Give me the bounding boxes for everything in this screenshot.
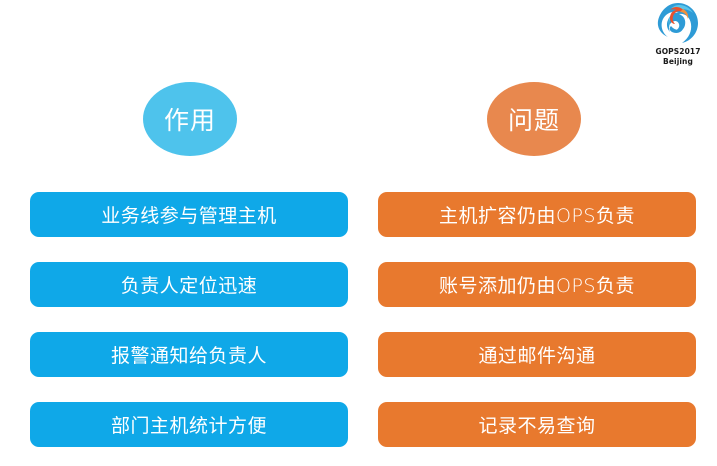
list-item: 主机扩容仍由OPS负责 xyxy=(378,192,696,237)
logo-title: GOPS2017 xyxy=(655,47,701,56)
list-item: 负责人定位迅速 xyxy=(30,262,348,307)
logo-subtitle: Beijing xyxy=(663,56,693,66)
list-item: 记录不易查询 xyxy=(378,402,696,447)
list-item-label: 记录不易查询 xyxy=(478,415,596,437)
list-item: 账号添加仍由OPS负责 xyxy=(378,262,696,307)
bubble-problems: 问题 xyxy=(487,82,581,156)
list-item-label: 报警通知给负责人 xyxy=(110,345,267,367)
list-item-label: 账号添加仍由OPS负责 xyxy=(439,275,635,297)
bubble-problems-label: 问题 xyxy=(507,106,560,135)
list-item: 报警通知给负责人 xyxy=(30,332,348,377)
gops-logo-icon xyxy=(657,3,698,43)
bubble-benefits: 作用 xyxy=(143,82,237,156)
logo-block: GOPS2017 Beijing xyxy=(645,2,711,66)
column-problems: 主机扩容仍由OPS负责 账号添加仍由OPS负责 通过邮件沟通 记录不易查询 xyxy=(378,192,696,447)
column-benefits: 业务线参与管理主机 负责人定位迅速 报警通知给负责人 部门主机统计方便 xyxy=(30,192,348,447)
list-item-label: 负责人定位迅速 xyxy=(120,275,258,297)
list-item-label: 部门主机统计方便 xyxy=(110,415,267,437)
list-item: 部门主机统计方便 xyxy=(30,402,348,447)
list-item: 通过邮件沟通 xyxy=(378,332,696,377)
list-item: 业务线参与管理主机 xyxy=(30,192,348,237)
list-item-label: 业务线参与管理主机 xyxy=(101,205,277,227)
bubble-benefits-label: 作用 xyxy=(163,106,216,135)
list-item-label: 通过邮件沟通 xyxy=(478,345,596,367)
list-item-label: 主机扩容仍由OPS负责 xyxy=(439,205,635,227)
